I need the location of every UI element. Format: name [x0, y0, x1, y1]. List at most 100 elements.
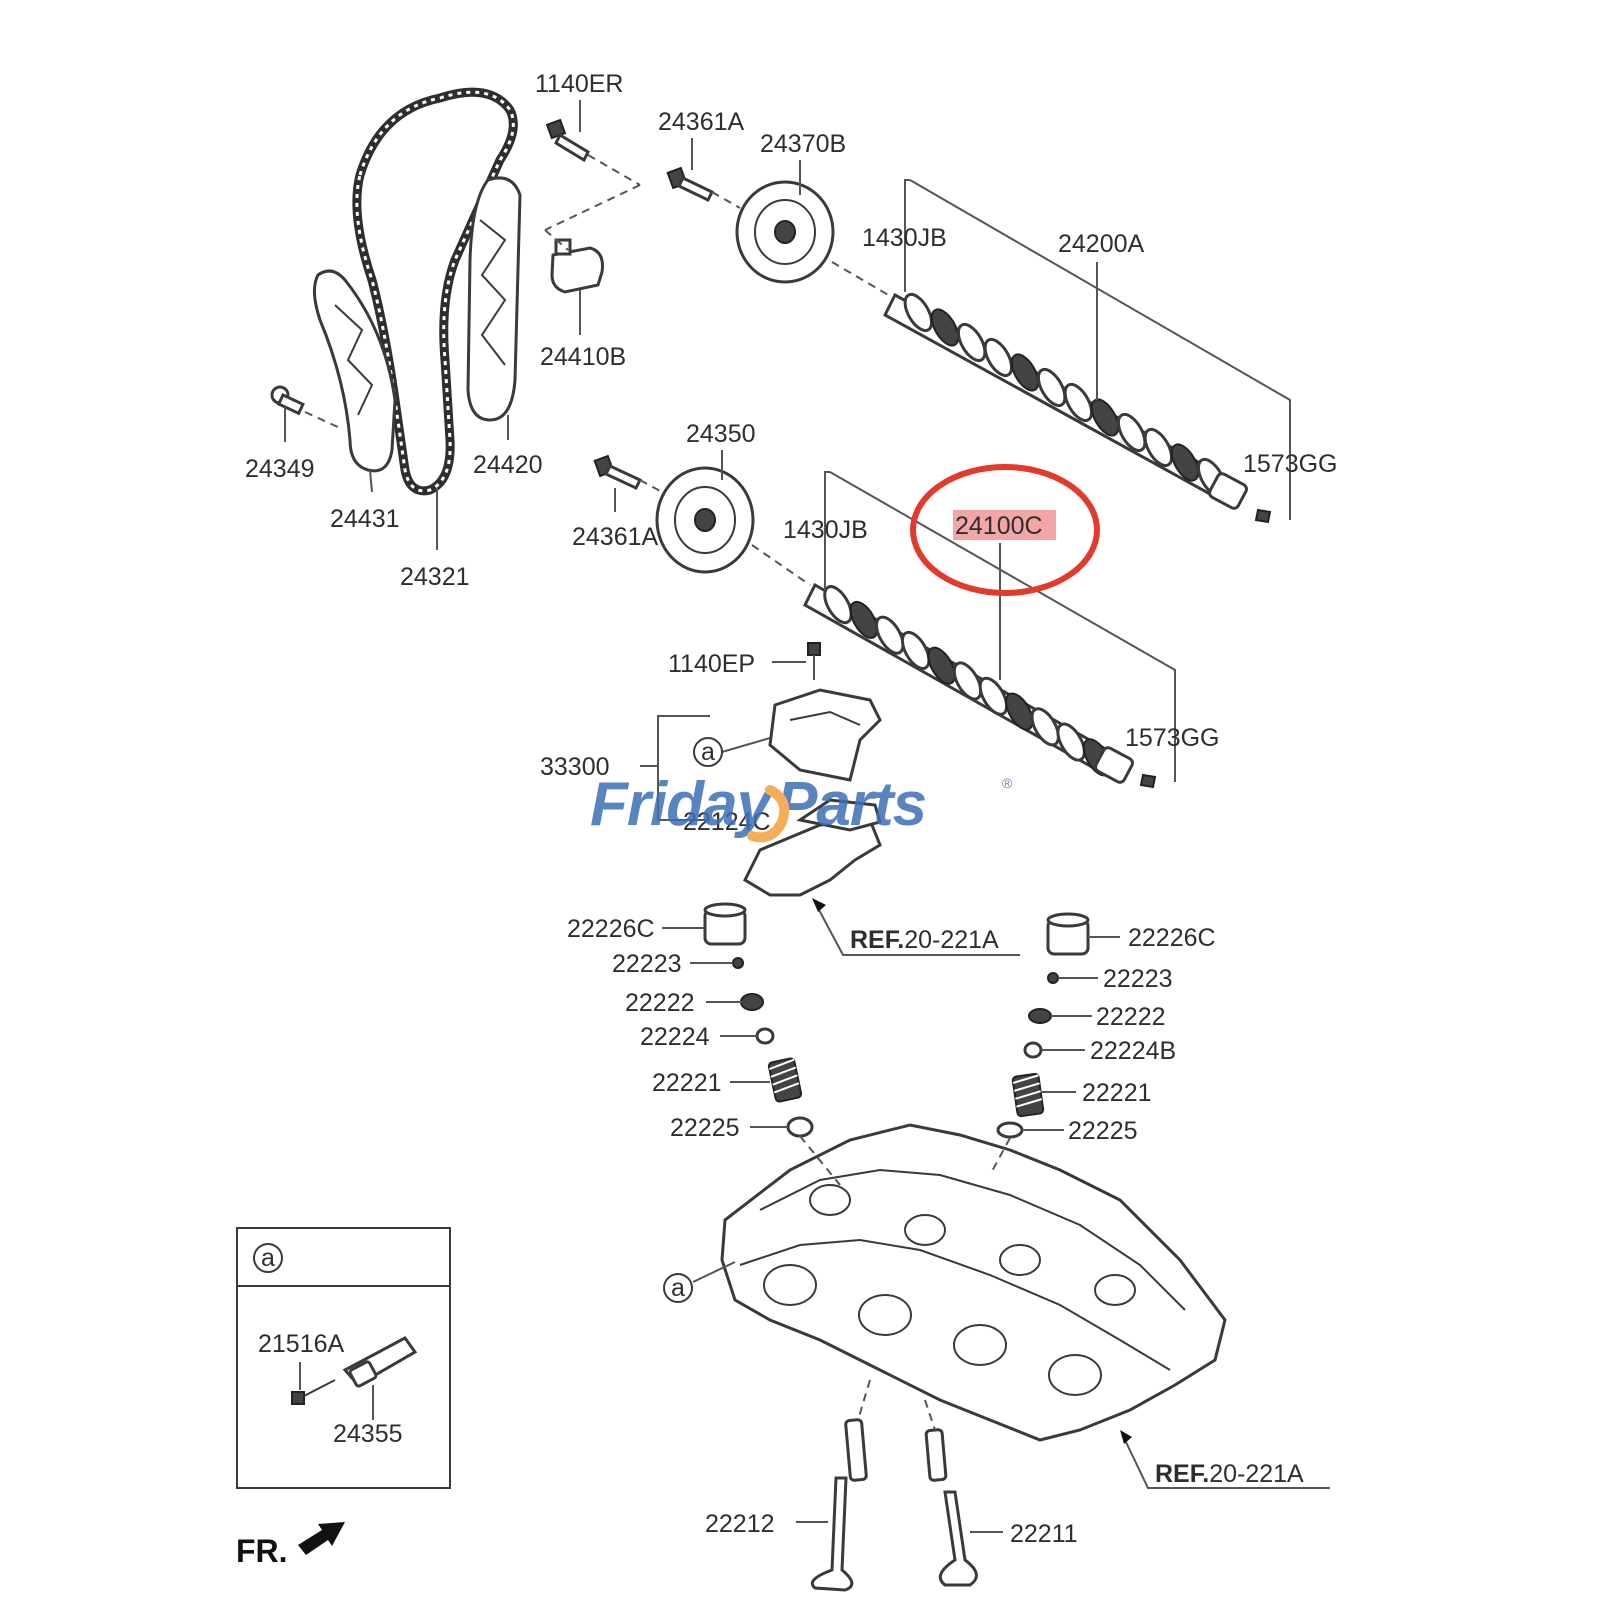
combustion-chamber [999, 1244, 1041, 1276]
cam-lobe [1090, 398, 1120, 437]
cam-lobe [1143, 427, 1174, 468]
marker-a-upper: a [693, 737, 723, 767]
label-24321: 24321 [400, 563, 470, 591]
head-port [1048, 1354, 1102, 1396]
label-22124C: 22124C [683, 808, 771, 836]
cylinder-head [720, 1123, 1227, 1442]
svg-text:a: a [701, 738, 715, 766]
label-1430JB-top: 1430JB [862, 224, 947, 252]
cam-lobe [1030, 707, 1060, 747]
bolt-21516A [291, 1379, 336, 1405]
timing-chain-24321 [352, 87, 518, 496]
chain-tensioner-24410B [550, 238, 604, 294]
bolt-24361A-top [666, 166, 715, 202]
bolt-24349 [270, 385, 305, 416]
cam-lobe [875, 615, 905, 655]
cam-sprocket-24370B [735, 180, 835, 284]
cam-lobe [952, 661, 983, 701]
label-22212: 22212 [705, 1510, 775, 1538]
bolt-1573GG-mid [1139, 773, 1157, 789]
svg-text:REF.20-221A: REF.20-221A [1155, 1460, 1304, 1488]
combustion-chamber [809, 1184, 851, 1216]
label-24370B: 24370B [760, 130, 846, 158]
bolt-1140ER [545, 118, 590, 163]
label-22226C-right: 22226C [1128, 924, 1216, 952]
head-port [763, 1264, 817, 1306]
label-24349: 24349 [245, 455, 315, 483]
lifter-22226C-left [703, 902, 747, 946]
ref-lower-number: 20-221A [1209, 1460, 1304, 1488]
cam-lobe [927, 646, 956, 685]
watermark-text-1: Friday [590, 770, 775, 839]
valve-guide-right [924, 1428, 948, 1482]
seal-22225-left [786, 1116, 814, 1138]
cam-lobe [1010, 353, 1040, 392]
label-22221-left: 22221 [652, 1069, 722, 1097]
marker-a-lower: a [663, 1273, 693, 1303]
cam-bearing-cap-22124C [743, 798, 882, 897]
bolt-24361A-mid [593, 454, 643, 490]
label-1430JB-mid: 1430JB [783, 516, 868, 544]
cam-lobe [1005, 692, 1034, 731]
cam-lobe [1036, 367, 1067, 408]
ref-lower: REF.20-221A [1155, 1460, 1304, 1488]
watermark-registered: ® [1002, 775, 1013, 791]
combustion-chamber [1094, 1274, 1136, 1306]
label-22226C-left: 22226C [567, 915, 655, 943]
seat-22224-left [755, 1027, 775, 1045]
retainer-22223-right [1047, 972, 1059, 984]
valve-guide-left [844, 1418, 868, 1482]
chain-guide-24420 [466, 176, 522, 422]
svg-text:a: a [671, 1274, 685, 1302]
label-1140EP: 1140EP [668, 650, 755, 678]
retainer-22222-left [740, 993, 764, 1011]
cam-bracket-33300 [768, 688, 882, 782]
camshaft-24200A [883, 292, 1248, 510]
ref-upper-prefix: REF. [850, 926, 904, 954]
oil-control-valve-24355 [342, 1336, 418, 1388]
spring-22221-left [767, 1057, 803, 1103]
label-33300: 33300 [540, 753, 610, 781]
highlight-24100C [910, 464, 1100, 596]
front-direction-arrow [298, 1522, 345, 1555]
svg-text:FridayParts: FridayParts [590, 770, 926, 839]
label-22223-right: 22223 [1103, 965, 1173, 993]
label-1573GG-mid: 1573GG [1125, 724, 1220, 752]
label-22222-left: 22222 [625, 989, 695, 1017]
inset-marker-a: a [261, 1244, 275, 1272]
watermark-text-2: Parts [776, 770, 926, 839]
label-22224: 22224 [640, 1023, 710, 1051]
valve-22211 [938, 1490, 978, 1587]
cam-lobe [1170, 443, 1200, 482]
label-1140ER: 1140ER [535, 70, 624, 98]
label-22225-right: 22225 [1068, 1117, 1138, 1145]
retainer-22223-left [732, 957, 744, 969]
label-24100C: 24100C [955, 512, 1043, 540]
front-label: FR. [236, 1533, 288, 1569]
label-24361A-mid: 24361A [572, 523, 659, 551]
retainer-22222-right [1028, 1008, 1052, 1024]
label-1573GG-top: 1573GG [1243, 450, 1338, 478]
inset-detail-box: a [236, 1227, 451, 1489]
svg-text:REF.20-221A: REF.20-221A [850, 926, 999, 954]
spring-22221-right [1011, 1072, 1045, 1118]
label-24431: 24431 [330, 505, 400, 533]
label-24350: 24350 [686, 420, 756, 448]
leader-lines [284, 100, 1330, 1533]
label-24410B: 24410B [540, 343, 626, 371]
bolt-1573GG-top [1254, 508, 1272, 524]
part-labels: 1140ER 24361A 24370B 1430JB 24200A 24410… [245, 70, 1338, 1548]
label-21516A: 21516A [258, 1330, 345, 1358]
label-22225-left: 22225 [670, 1114, 740, 1142]
label-22211: 22211 [1010, 1520, 1078, 1548]
label-22222-right: 22222 [1096, 1003, 1166, 1031]
combustion-chamber [904, 1214, 946, 1246]
chain-guide-24431 [313, 269, 397, 473]
bolt-1140EP [807, 642, 821, 680]
label-24361A-top: 24361A [658, 108, 745, 136]
label-22223-left: 22223 [612, 950, 682, 978]
cam-sprocket-24350 [655, 466, 755, 574]
cam-lobe [978, 676, 1009, 716]
seal-22225-right [996, 1121, 1024, 1139]
